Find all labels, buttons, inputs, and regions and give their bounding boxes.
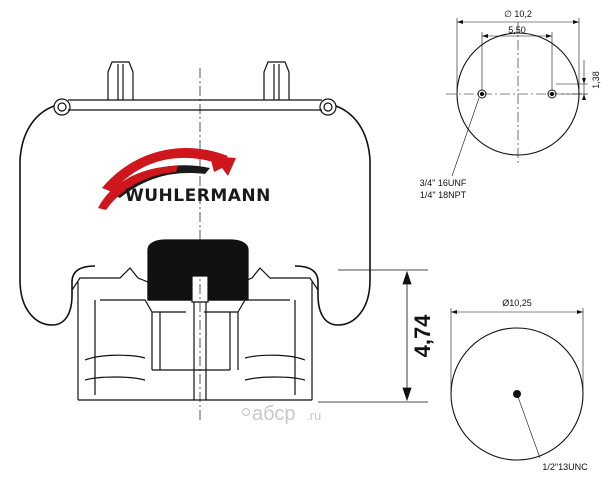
center-bolt bbox=[191, 275, 209, 400]
mounting-stud-left bbox=[107, 61, 134, 100]
thread-label-1: 3/4" 16UNF bbox=[420, 178, 467, 188]
offset-label: 1,38 bbox=[591, 71, 601, 89]
bottom-diameter-label: Ø10,25 bbox=[502, 298, 532, 308]
rubber-bellows bbox=[19, 105, 371, 326]
bottom-thread-label: 1/2"13UNC bbox=[542, 462, 588, 472]
swoosh-logo-icon bbox=[98, 147, 236, 210]
height-value: 4,74 bbox=[410, 314, 435, 358]
top-view-arrows bbox=[457, 20, 586, 100]
bottom-piston-view bbox=[450, 308, 584, 461]
thread-label-2: 1/4" 18NPT bbox=[420, 190, 467, 200]
watermark: абср .ru bbox=[241, 403, 321, 425]
air-spring-side-view bbox=[19, 61, 371, 420]
bottom-view-arrows bbox=[451, 310, 583, 314]
top-diameter-label: ∅ 10,2 bbox=[504, 9, 532, 19]
height-dimension bbox=[318, 269, 428, 403]
watermark-domain: .ru bbox=[306, 408, 321, 423]
mounting-stud-right bbox=[263, 61, 290, 100]
top-bead-plate bbox=[53, 98, 337, 116]
center-thread-hole bbox=[513, 390, 521, 398]
top-plate-view bbox=[446, 18, 590, 177]
watermark-logo: абср bbox=[252, 403, 295, 425]
brand-name: WUHLERMANN bbox=[125, 186, 271, 206]
piston-base bbox=[77, 282, 313, 401]
stud-spacing-label: 5,50 bbox=[508, 25, 526, 35]
bumper-block bbox=[147, 239, 249, 301]
